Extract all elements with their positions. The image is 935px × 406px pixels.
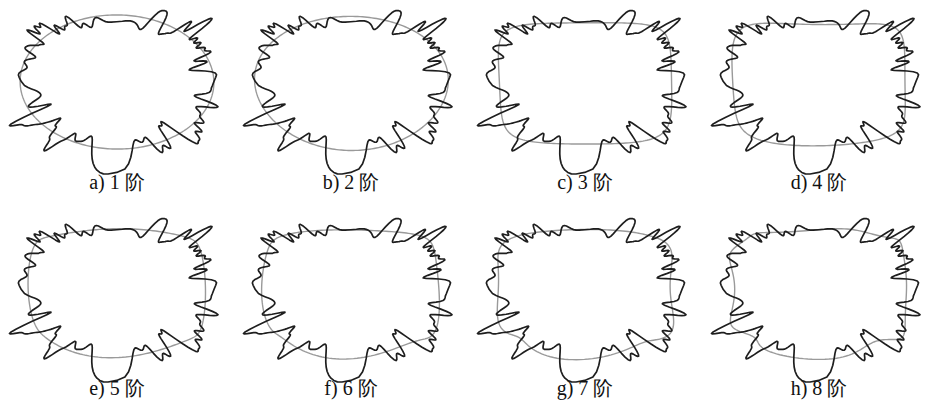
contour-panel (9, 11, 217, 174)
contour-panel (243, 11, 451, 174)
panel-caption: f) 6 阶 (324, 376, 377, 400)
fourier-fit (262, 230, 440, 359)
contour-outline (477, 11, 685, 174)
contour-panel (477, 219, 685, 382)
panel-caption: b) 2 阶 (323, 170, 380, 194)
fourier-fit (20, 15, 214, 149)
panel-caption: g) 7 阶 (557, 376, 614, 400)
fourier-fit (497, 229, 673, 359)
panel-caption: d) 4 阶 (791, 170, 848, 194)
panel-caption: e) 5 阶 (89, 376, 145, 400)
contour-panel (477, 11, 685, 174)
contour-outline (9, 11, 217, 174)
panel-caption: a) 1 阶 (89, 170, 145, 194)
panel-caption: h) 8 阶 (791, 376, 848, 400)
contour-outline (243, 11, 451, 174)
contour-panel (243, 219, 451, 382)
contour-outline (711, 11, 919, 174)
contour-outline (477, 219, 685, 382)
contour-panel (711, 219, 919, 382)
fourier-fit (255, 16, 449, 150)
contour-outline (711, 219, 919, 382)
contour-panel (9, 219, 217, 382)
panel-caption: c) 3 阶 (557, 170, 613, 194)
contour-outline (9, 219, 217, 382)
contour-outline (243, 219, 451, 382)
contour-panel (711, 11, 919, 174)
